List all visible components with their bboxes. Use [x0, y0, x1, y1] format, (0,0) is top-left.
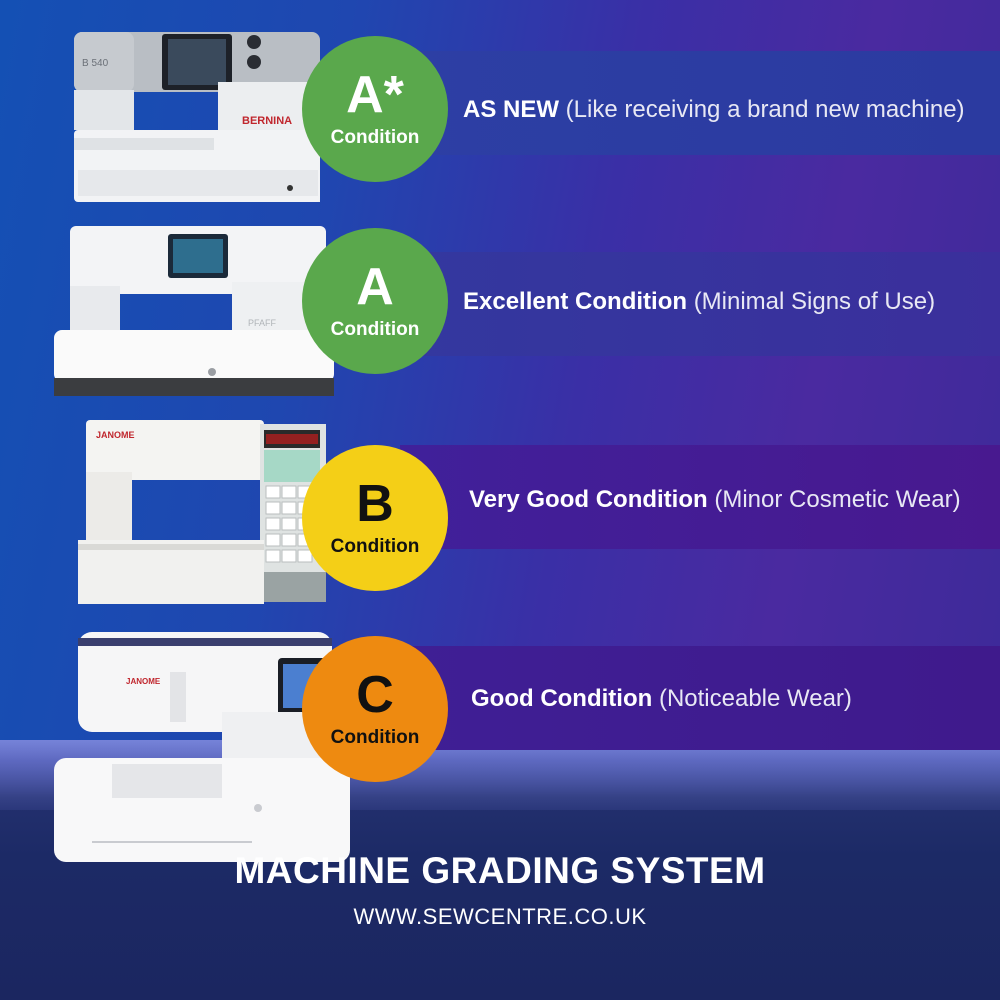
sewing-machine-janome-dc-image: JANOME — [78, 420, 326, 604]
grade-bar-a-star — [400, 51, 1000, 155]
page-title: MACHINE GRADING SYSTEM — [234, 850, 766, 891]
grade-letter: A* — [346, 66, 404, 124]
grade-bar-a — [400, 252, 1000, 356]
grade-condition-label: Condition — [330, 536, 420, 557]
grade-condition-label: Condition — [330, 319, 420, 340]
grade-detail: (Noticeable Wear) — [658, 685, 852, 712]
grade-badge-b: B Condition — [302, 445, 448, 591]
grade-title: Good Condition — [471, 685, 653, 712]
grade-badge-a-star: A* Condition — [302, 36, 448, 182]
grade-title: Very Good Condition — [469, 486, 708, 513]
grade-description-a: Excellent Condition (Minimal Signs of Us… — [463, 288, 935, 316]
bernina-brand-text: BERNINA — [242, 115, 292, 127]
grade-letter: B — [356, 475, 394, 533]
sewing-machine-bernina-image: BERNINA B 540 — [74, 32, 320, 202]
grade-bar-c — [400, 646, 1000, 750]
janome-dc-brand-text: JANOME — [96, 430, 135, 440]
grade-detail: (Like receiving a brand new machine) — [565, 96, 965, 123]
pfaff-brand-text: PFAFF — [248, 318, 277, 328]
grade-letter: A — [356, 258, 394, 316]
grade-description-b: Very Good Condition (Minor Cosmetic Wear… — [469, 486, 961, 514]
grade-condition-label: Condition — [330, 127, 420, 148]
grade-badge-a: A Condition — [302, 228, 448, 374]
svg-text:B 540: B 540 — [82, 58, 109, 69]
janome-skyline-brand-text: JANOME — [126, 677, 161, 686]
grade-condition-label: Condition — [330, 727, 420, 748]
grade-detail: (Minor Cosmetic Wear) — [714, 486, 961, 513]
grade-title: AS NEW — [463, 96, 559, 123]
website-url: WWW.SEWCENTRE.CO.UK — [353, 904, 647, 929]
sewing-machine-pfaff-image: PFAFF — [54, 226, 334, 396]
sewing-machine-janome-skyline-image: JANOME — [54, 632, 350, 862]
grade-description-c: Good Condition (Noticeable Wear) — [471, 685, 852, 713]
grade-letter: C — [356, 666, 394, 724]
grade-bar-b — [400, 445, 1000, 549]
grade-badge-c: C Condition — [302, 636, 448, 782]
grade-description-a-star: AS NEW (Like receiving a brand new machi… — [463, 96, 965, 124]
grade-title: Excellent Condition — [463, 288, 688, 315]
grade-detail: (Minimal Signs of Use) — [693, 288, 936, 315]
